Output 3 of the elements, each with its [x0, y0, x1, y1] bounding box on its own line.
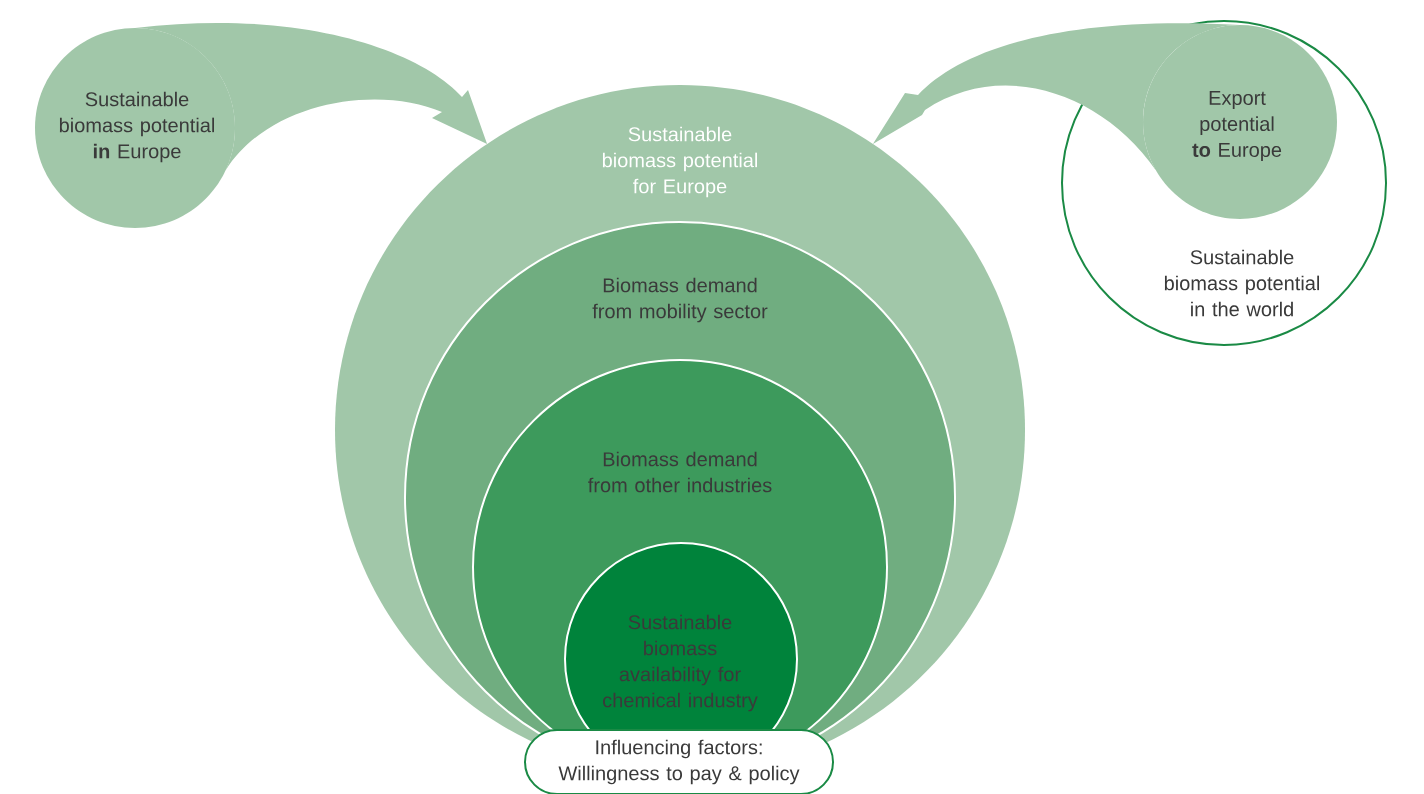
node-label: Sustainable biomass potential in Europe [59, 91, 215, 163]
node-label: Export potential to Europe [1192, 91, 1282, 161]
rounded-box: Influencing factors: Willingness to pay & policy [524, 729, 834, 794]
